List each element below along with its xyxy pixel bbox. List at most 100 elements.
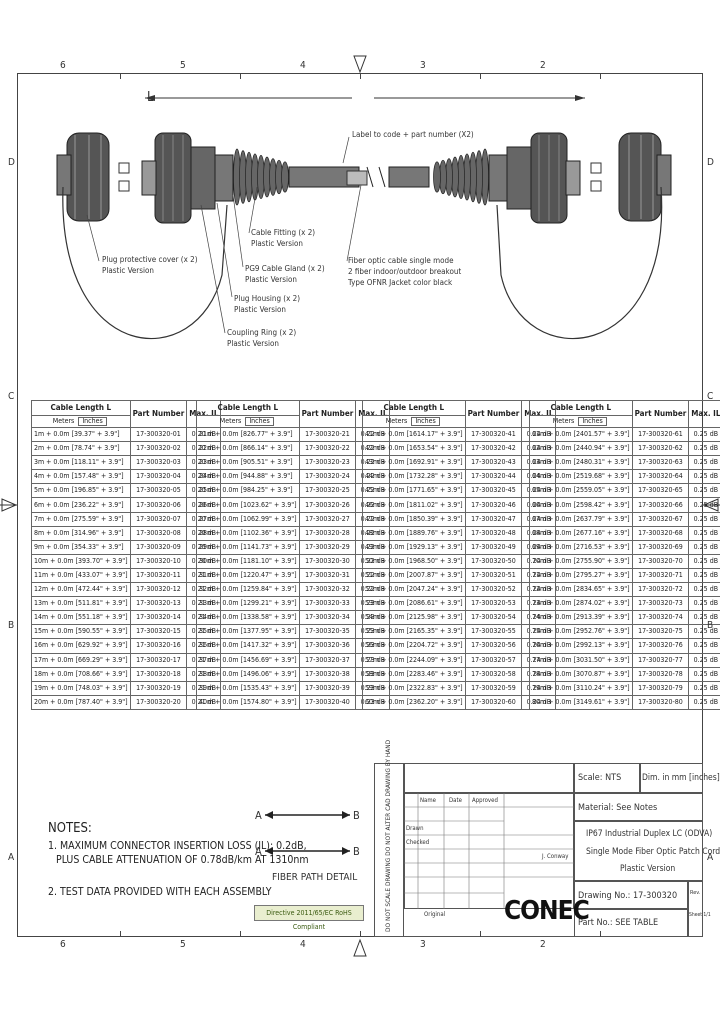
length-cell: 28m + 0.0m [1102.36" + 3.9"] xyxy=(196,525,300,541)
part-number-cell: 17-300320-49 xyxy=(464,539,523,555)
material-value: Material: See Notes xyxy=(578,803,658,813)
table-row: 54m + 0.0m [2125.98" + 3.9"]17-300320-54… xyxy=(362,610,557,626)
callout-pg9-gland-2: Plastic Version xyxy=(245,275,297,284)
table-row: 46m + 0.0m [1811.02" + 3.9"]17-300320-46… xyxy=(362,497,557,513)
left-cable-fitting xyxy=(233,148,289,206)
table-row: 76m + 0.0m [2992.13" + 3.9"]17-300320-76… xyxy=(529,638,720,654)
tb-date: Date xyxy=(449,797,462,804)
part-number-cell: 17-300320-32 xyxy=(298,582,357,598)
frame-tick xyxy=(480,931,481,937)
length-cell: 59m + 0.0m [2322.83" + 3.9"] xyxy=(362,680,466,696)
header-units: Meters Inches xyxy=(529,415,633,428)
length-cell: 1m + 0.0m [39.37" + 3.9"] xyxy=(31,426,131,443)
header-part-number: Part Number xyxy=(298,400,357,428)
max-il-cell: 0.25 dB xyxy=(688,455,720,471)
table-row: 63m + 0.0m [2480.31" + 3.9"]17-300320-63… xyxy=(529,455,720,471)
length-cell: 44m + 0.0m [1732.28" + 3.9"] xyxy=(362,469,466,485)
header-part-number: Part Number xyxy=(631,400,690,428)
table-row: 32m + 0.0m [1259.84" + 3.9"]17-300320-32… xyxy=(196,582,391,598)
table-row: 42m + 0.0m [1653.54" + 3.9"]17-300320-42… xyxy=(362,441,557,457)
part-number-cell: 17-300320-51 xyxy=(464,567,523,584)
length-cell: 76m + 0.0m [2992.13" + 3.9"] xyxy=(529,638,633,654)
part-number-cell: 17-300320-02 xyxy=(129,441,188,457)
table-row: 31m + 0.0m [1220.47" + 3.9"]17-300320-31… xyxy=(196,567,391,584)
part-number-cell: 17-300320-08 xyxy=(129,525,188,541)
scale-cell xyxy=(574,763,640,793)
part-number-cell: 17-300320-43 xyxy=(464,455,523,471)
part-number-cell: 17-300320-25 xyxy=(298,483,357,499)
frame-tick xyxy=(240,73,241,79)
zone-top-5: 5 xyxy=(180,60,186,71)
part-number-cell: 17-300320-22 xyxy=(298,441,357,457)
left-protective-cover xyxy=(56,132,110,222)
length-cell: 65m + 0.0m [2559.05" + 3.9"] xyxy=(529,483,633,499)
length-cell: 22m + 0.0m [866.14" + 3.9"] xyxy=(196,441,300,457)
part-number-cell: 17-300320-37 xyxy=(298,652,357,668)
length-cell: 43m + 0.0m [1692.91" + 3.9"] xyxy=(362,455,466,471)
right-cable-fitting xyxy=(433,148,489,206)
table-row: 28m + 0.0m [1102.36" + 3.9"]17-300320-28… xyxy=(196,525,391,541)
part-number-cell: 17-300320-71 xyxy=(631,567,690,584)
table-row: 78m + 0.0m [3070.87" + 3.9"]17-300320-78… xyxy=(529,666,720,682)
length-cell: 14m + 0.0m [551.18" + 3.9"] xyxy=(31,610,131,626)
table-row: 62m + 0.0m [2440.94" + 3.9"]17-300320-62… xyxy=(529,441,720,457)
length-cell: 50m + 0.0m [1968.50" + 3.9"] xyxy=(362,553,466,569)
length-cell: 12m + 0.0m [472.44" + 3.9"] xyxy=(31,582,131,598)
table-row: 41m + 0.0m [1614.17" + 3.9"]17-300320-41… xyxy=(362,426,557,443)
table-row: 39m + 0.0m [1535.43" + 3.9"]17-300320-39… xyxy=(196,680,391,696)
header-inches: Inches xyxy=(245,417,274,426)
conec-logo: CONEC xyxy=(504,896,590,926)
fiber-path-diagram xyxy=(265,811,350,855)
length-cell: 72m + 0.0m [2834.65" + 3.9"] xyxy=(529,582,633,598)
length-cell: 36m + 0.0m [1417.32" + 3.9"] xyxy=(196,638,300,654)
frame-tick xyxy=(480,73,481,79)
length-cell: 57m + 0.0m [2244.09" + 3.9"] xyxy=(362,652,466,668)
length-cell: 49m + 0.0m [1929.13" + 3.9"] xyxy=(362,539,466,555)
length-cell: 75m + 0.0m [2952.76" + 3.9"] xyxy=(529,624,633,640)
part-number-cell: 17-300320-52 xyxy=(464,582,523,598)
frame-tick xyxy=(360,931,361,937)
header-meters: Meters xyxy=(552,417,577,425)
length-cell: 42m + 0.0m [1653.54" + 3.9"] xyxy=(362,441,466,457)
right-protective-cover xyxy=(618,132,672,222)
part-number-cell: 17-300320-10 xyxy=(129,553,188,569)
table-row: 77m + 0.0m [3031.50" + 3.9"]17-300320-77… xyxy=(529,652,720,668)
length-cell: 23m + 0.0m [905.51" + 3.9"] xyxy=(196,455,300,471)
tb-drawn: Drawn xyxy=(406,825,424,832)
part-number-cell: 17-300320-20 xyxy=(129,694,188,710)
part-number-cell: 17-300320-03 xyxy=(129,455,188,471)
zone-left-B: B xyxy=(8,620,15,631)
length-cell: 15m + 0.0m [590.55" + 3.9"] xyxy=(31,624,131,640)
table-row: 68m + 0.0m [2677.16" + 3.9"]17-300320-68… xyxy=(529,525,720,541)
max-il-cell: 0.25 dB xyxy=(688,441,720,457)
header-meters: Meters xyxy=(385,417,410,425)
callout-fiber-cable-2: 2 fiber indoor/outdoor breakout xyxy=(348,267,462,276)
title-cell xyxy=(574,821,703,881)
table-row: 69m + 0.0m [2716.53" + 3.9"]17-300320-69… xyxy=(529,539,720,555)
length-cell: 73m + 0.0m [2874.02" + 3.9"] xyxy=(529,596,633,612)
length-cell: 19m + 0.0m [748.03" + 3.9"] xyxy=(31,680,131,696)
length-cell: 30m + 0.0m [1181.10" + 3.9"] xyxy=(196,553,300,569)
table-row: 74m + 0.0m [2913.39" + 3.9"]17-300320-74… xyxy=(529,610,720,626)
part-number-cell: 17-300320-33 xyxy=(298,596,357,612)
table-row: 56m + 0.0m [2204.72" + 3.9"]17-300320-56… xyxy=(362,638,557,654)
max-il-cell: 0.25 dB xyxy=(688,469,720,485)
drawing-no-cell xyxy=(574,881,688,909)
length-cell: 16m + 0.0m [629.92" + 3.9"] xyxy=(31,638,131,654)
length-cell: 34m + 0.0m [1338.58" + 3.9"] xyxy=(196,610,300,626)
length-cell: 67m + 0.0m [2637.79" + 3.9"] xyxy=(529,511,633,527)
max-il-cell: 0.25 dB xyxy=(688,511,720,527)
callout-fiber-cable-3: Type OFNR Jacket color black xyxy=(348,278,453,287)
zone-bottom-2: 2 xyxy=(540,939,546,950)
table-row: 47m + 0.0m [1850.39" + 3.9"]17-300320-47… xyxy=(362,511,557,527)
header-units: Meters Inches xyxy=(31,415,131,428)
table-row: 30m + 0.0m [1181.10" + 3.9"]17-300320-30… xyxy=(196,553,391,569)
fiber-path-a2: A xyxy=(255,845,262,858)
